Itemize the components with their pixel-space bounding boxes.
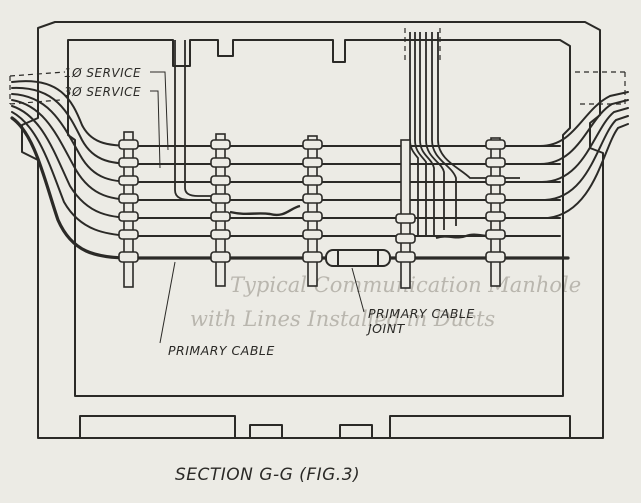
primary-cable-label: PRIMARY CABLE xyxy=(168,343,275,358)
primary-cable-joint xyxy=(325,249,391,267)
rack-3 xyxy=(302,135,323,287)
cable-right-2 xyxy=(499,99,629,165)
right-duct-dashed xyxy=(575,71,626,105)
top-duct-dashed xyxy=(404,28,441,62)
rack-1 xyxy=(118,131,139,288)
cable-right-5 xyxy=(499,123,629,219)
primary-joint-label-line2: JOINT xyxy=(365,321,406,336)
service-drop-left-b xyxy=(184,40,218,197)
cable-left-5 xyxy=(11,105,561,219)
cable-racks xyxy=(118,131,506,289)
manhole-inner-wall xyxy=(67,39,571,397)
primary-cable-line xyxy=(10,116,570,260)
rack-4 xyxy=(395,139,416,289)
service-drop-top-4 xyxy=(425,32,445,230)
floor-slot-1 xyxy=(79,415,236,438)
floor-slot-3 xyxy=(339,424,373,438)
cables xyxy=(10,80,629,260)
service-labels: 1Ø SERVICE 3Ø SERVICE xyxy=(64,66,141,99)
service-drop-top-2 xyxy=(414,32,427,236)
manhole-outline xyxy=(21,21,604,439)
three-phase-leader xyxy=(150,90,161,169)
cable-right-3 xyxy=(499,107,629,183)
primary-joint-label-line1: PRIMARY CABLE xyxy=(368,306,475,321)
service-leaders xyxy=(150,71,169,169)
floor-slot-4 xyxy=(389,415,571,438)
primary-joint-leader xyxy=(351,267,365,313)
cable-left-2 xyxy=(11,86,561,165)
floor-slot-2 xyxy=(249,424,283,438)
service-drop-top-6 xyxy=(437,32,520,179)
bleed-line-2: with Lines Installed in Ducts xyxy=(190,307,495,331)
cable-right-1 xyxy=(499,91,629,147)
primary-cable-leader xyxy=(159,261,176,344)
service-splice xyxy=(229,204,301,217)
service-drop-left-a xyxy=(174,40,215,201)
service-drop-top-5 xyxy=(431,32,457,226)
section-caption: SECTION G-G (FIG.3) xyxy=(175,465,360,485)
left-duct-dashed xyxy=(9,71,66,105)
cable-left-4 xyxy=(11,99,561,201)
single-phase-service-label: 1Ø SERVICE xyxy=(64,66,141,80)
manhole-outer-wall xyxy=(21,21,604,439)
three-phase-service-label: 3Ø SERVICE xyxy=(64,85,141,99)
cable-right-4 xyxy=(499,115,629,201)
duct-openings xyxy=(9,28,626,105)
service-drops xyxy=(174,32,520,240)
cable-left-6 xyxy=(11,111,561,237)
single-phase-leader xyxy=(150,71,169,151)
rack-2 xyxy=(210,133,231,287)
service-drop-top-1 xyxy=(409,32,419,236)
service-drop-top-3 xyxy=(419,32,435,236)
rack-5 xyxy=(485,137,506,287)
